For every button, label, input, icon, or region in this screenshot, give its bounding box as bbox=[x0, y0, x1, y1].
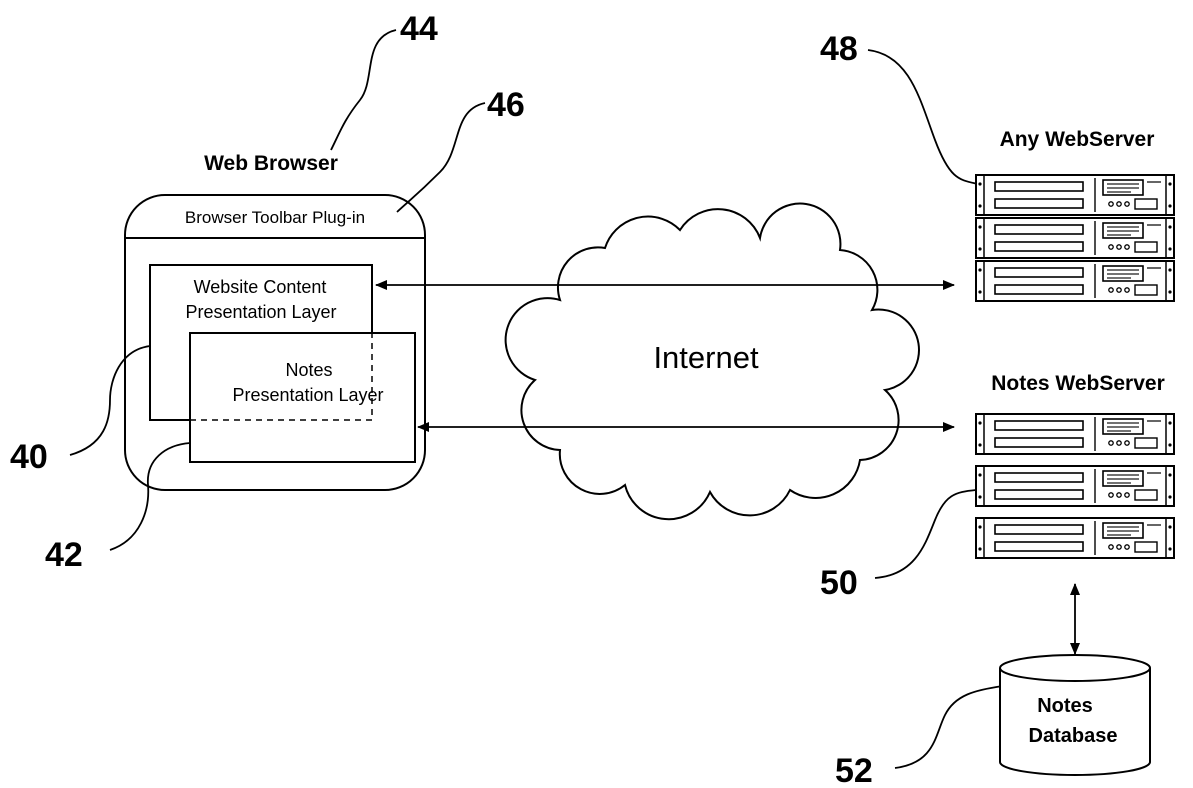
ref-numeral-40: 40 bbox=[10, 438, 48, 476]
notes-webserver-label: Notes WebServer bbox=[991, 372, 1165, 395]
database-label-line1: Notes bbox=[1037, 695, 1093, 717]
leader-line-46 bbox=[396, 102, 486, 213]
notes-layer-box bbox=[189, 332, 416, 463]
leader-line-44 bbox=[330, 29, 397, 151]
ref-numeral-52: 52 bbox=[835, 752, 873, 788]
leader-line-52 bbox=[894, 685, 1004, 769]
leader-line-40 bbox=[69, 345, 151, 456]
hidden-edge-dashed bbox=[190, 333, 373, 421]
website-content-label: Website Content bbox=[194, 277, 327, 297]
ref-numeral-46: 46 bbox=[487, 86, 525, 124]
any-webserver-label: Any WebServer bbox=[1000, 128, 1155, 151]
notes-presentation-label: Presentation Layer bbox=[232, 385, 383, 405]
leader-line-48 bbox=[867, 49, 979, 185]
internet-cloud bbox=[504, 202, 921, 521]
server-unit-icon bbox=[975, 174, 1175, 216]
database-label-line2: Database bbox=[1029, 725, 1118, 747]
ref-numeral-50: 50 bbox=[820, 564, 858, 602]
notes-label: Notes bbox=[285, 360, 332, 380]
internet-label: Internet bbox=[653, 340, 759, 375]
leader-line-50 bbox=[874, 489, 977, 579]
toolbar-plugin-label: Browser Toolbar Plug-in bbox=[185, 208, 365, 227]
server-unit-icon bbox=[975, 260, 1175, 302]
ref-numeral-42: 42 bbox=[45, 536, 83, 574]
server-unit-icon bbox=[975, 516, 1175, 560]
server-unit-icon bbox=[975, 217, 1175, 259]
leader-line-42 bbox=[109, 442, 191, 551]
ref-numeral-44: 44 bbox=[400, 10, 438, 48]
ref-numeral-48: 48 bbox=[820, 30, 858, 68]
database-cylinder-icon bbox=[999, 654, 1151, 776]
browser-frame bbox=[124, 194, 426, 491]
web-browser-title: Web Browser bbox=[204, 152, 338, 175]
server-unit-icon bbox=[975, 412, 1175, 456]
website-presentation-label: Presentation Layer bbox=[185, 302, 336, 322]
server-unit-icon bbox=[975, 464, 1175, 508]
